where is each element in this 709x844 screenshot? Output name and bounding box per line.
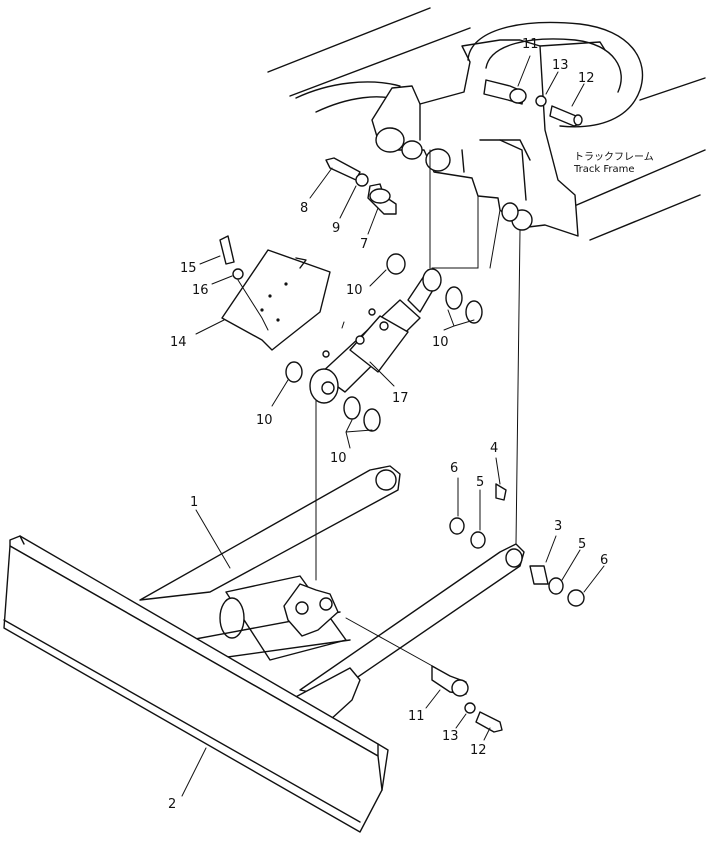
callout-12-top: 12 [578,71,595,86]
callout-5-left: 5 [476,475,484,490]
dozer-blade [3,535,389,833]
callout-8: 8 [300,201,308,216]
callout-14: 14 [170,335,187,350]
callout-15: 15 [180,261,197,276]
leader-lines [181,55,605,797]
callout-3: 3 [554,519,562,534]
callout-1: 1 [190,495,198,510]
callout-2: 2 [168,797,176,812]
callout-9: 9 [332,221,340,236]
callout-17: 17 [392,391,409,406]
thrust-washers [285,253,483,432]
callout-4: 4 [490,441,498,456]
cover-plate-group [219,235,331,351]
callout-10-c: 10 [256,413,273,428]
callout-12-bottom: 12 [470,743,487,758]
callout-13-bottom: 13 [442,729,459,744]
blade-frame [139,465,525,721]
hydraulic-cylinder [309,268,442,404]
pin-assembly-bottom [431,665,503,733]
track-frame [267,7,706,241]
callout-10-b: 10 [432,335,449,350]
track-frame-label-en: Track Frame [573,164,635,175]
assembly-guide-lines [315,149,521,669]
callout-6-left: 6 [450,461,458,476]
callout-7: 7 [360,237,368,252]
callout-16: 16 [192,283,209,298]
bolt-washer-pin-group [325,157,397,215]
callout-11-bottom: 11 [408,709,425,724]
bushing-parts-right [449,483,585,607]
callout-10-d: 10 [330,451,347,466]
callout-5-right: 5 [578,537,586,552]
pin-assembly-top [483,79,583,127]
callout-13-top: 13 [552,58,569,73]
callout-11-top: 11 [522,37,539,52]
track-frame-label-jp: トラックフレーム [574,151,654,163]
callout-6-right: 6 [600,553,608,568]
callout-10-a: 10 [346,283,363,298]
